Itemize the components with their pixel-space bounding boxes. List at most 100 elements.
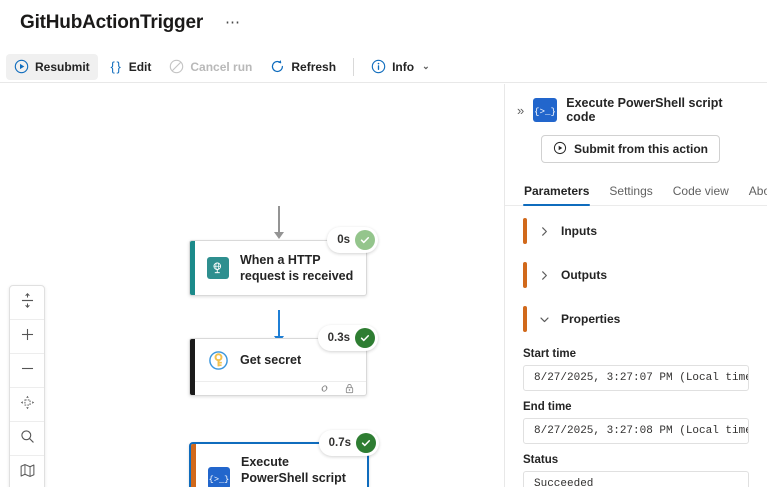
minimap-button[interactable] <box>10 456 44 487</box>
cancel-run-label: Cancel run <box>190 59 253 74</box>
http-request-icon <box>207 257 229 279</box>
pan-move-icon <box>19 394 36 416</box>
field-status: Status Succeeded <box>505 454 767 487</box>
svg-text:{>_}: {>_} <box>209 475 229 485</box>
lock-icon[interactable] <box>343 382 356 400</box>
node-footer <box>195 381 366 400</box>
powershell-icon: {>_} <box>533 98 558 122</box>
page-title: GitHubActionTrigger <box>20 11 204 33</box>
more-options-button[interactable]: ⋯ <box>225 13 242 31</box>
refresh-icon <box>270 59 285 74</box>
node-accent-bar <box>190 241 195 295</box>
code-braces-icon: { } <box>110 59 121 74</box>
info-label: Info <box>392 59 415 74</box>
section-outputs[interactable]: Outputs <box>505 256 767 294</box>
section-accent-bar <box>523 306 527 332</box>
status-value[interactable]: Succeeded <box>523 471 749 487</box>
toolbar-divider <box>353 57 355 76</box>
powershell-icon: {>_} <box>208 467 230 487</box>
node-label: Execute PowerShell script code <box>241 455 346 485</box>
refresh-label: Refresh <box>291 59 337 74</box>
cancel-circle-icon <box>169 59 184 74</box>
canvas-tool-bar <box>9 285 45 487</box>
node-duration: 0s <box>337 234 350 246</box>
field-label: Start time <box>523 348 577 360</box>
tab-parameters[interactable]: Parameters <box>523 179 591 206</box>
success-check-icon <box>355 230 375 250</box>
start-time-value[interactable]: 8/27/2025, 3:27:07 PM (Local time) <box>523 365 749 391</box>
connector-trigger-to-getsecret <box>278 206 280 234</box>
success-check-icon <box>355 328 375 348</box>
node-duration: 0.7s <box>328 437 351 449</box>
success-check-icon <box>356 433 376 453</box>
section-inputs[interactable]: Inputs <box>505 212 767 250</box>
chevron-right-icon <box>538 270 550 281</box>
edit-label: Edit <box>128 59 152 74</box>
workflow-node-http-trigger[interactable]: When a HTTP request is received 0s <box>189 227 378 296</box>
node-accent-bar <box>191 444 196 487</box>
end-time-value[interactable]: 8/27/2025, 3:27:08 PM (Local time) <box>523 418 749 444</box>
edit-button[interactable]: { } Edit <box>100 54 160 80</box>
info-button[interactable]: Info ⌄ <box>363 54 438 80</box>
pan-move-button[interactable] <box>10 388 44 422</box>
submit-play-icon <box>553 141 567 158</box>
chevron-right-icon <box>538 226 550 237</box>
minimap-icon <box>19 462 36 484</box>
section-label: Outputs <box>561 268 607 282</box>
node-label: Get secret <box>240 353 302 367</box>
section-label: Properties <box>561 312 621 326</box>
panel-tabs: Parameters Settings Code view About <box>505 179 767 206</box>
page-header: GitHubActionTrigger ⋯ <box>0 0 767 45</box>
node-status-badge: 0.7s <box>318 430 379 456</box>
cancel-run-button: Cancel run <box>161 54 260 80</box>
node-duration: 0.3s <box>327 332 350 344</box>
collapse-panel-icon[interactable]: » <box>517 102 525 118</box>
field-start-time: Start time 8/27/2025, 3:27:07 PM (Local … <box>505 348 767 391</box>
secure-link-icon[interactable] <box>318 382 331 400</box>
resubmit-button[interactable]: Resubmit <box>6 53 98 80</box>
key-vault-icon <box>207 349 229 371</box>
connector-arrow-1 <box>274 232 284 239</box>
fit-to-screen-icon <box>19 292 36 314</box>
node-status-badge: 0s <box>327 227 378 253</box>
fit-to-screen-button[interactable] <box>10 286 44 320</box>
section-properties[interactable]: Properties <box>505 300 767 338</box>
zoom-in-button[interactable] <box>10 320 44 354</box>
command-toolbar: Resubmit { } Edit Cancel run Refresh <box>0 51 767 83</box>
search-icon <box>19 428 36 450</box>
chevron-down-icon[interactable]: ⌄ <box>422 61 430 71</box>
node-body: {>_} Execute PowerShell script code <box>196 444 367 487</box>
node-main: Get secret <box>195 339 366 381</box>
workflow-node-get-secret[interactable]: Get secret 0.3s <box>189 325 378 396</box>
node-label: When a HTTP request is received <box>240 253 354 283</box>
workflow-node-execute-powershell[interactable]: {>_} Execute PowerShell script code 0.7s <box>189 430 379 487</box>
field-end-time: End time 8/27/2025, 3:27:08 PM (Local ti… <box>505 401 767 444</box>
section-accent-bar <box>523 262 527 288</box>
node-main: When a HTTP request is received <box>195 241 366 295</box>
connector-getsecret-to-powershell <box>278 310 280 338</box>
info-circle-icon <box>371 59 386 74</box>
panel-title: Execute PowerShell script code <box>566 96 723 124</box>
tab-about[interactable]: About <box>748 184 767 198</box>
resubmit-play-icon <box>14 59 29 74</box>
canvas-search-button[interactable] <box>10 422 44 456</box>
submit-from-this-action-button[interactable]: Submit from this action <box>541 135 721 163</box>
tab-code-view[interactable]: Code view <box>672 184 729 198</box>
node-accent-bar <box>190 339 195 395</box>
node-body: Get secret <box>195 339 366 395</box>
field-label: End time <box>523 401 572 413</box>
svg-text:{>_}: {>_} <box>534 106 556 117</box>
section-accent-bar <box>523 218 527 244</box>
details-panel: » {>_} Execute PowerShell script code Su… <box>505 84 767 487</box>
tab-settings[interactable]: Settings <box>609 184 653 198</box>
zoom-out-button[interactable] <box>10 354 44 388</box>
node-body: When a HTTP request is received <box>195 241 366 295</box>
workflow-canvas[interactable]: When a HTTP request is received 0s <box>0 84 504 487</box>
refresh-button[interactable]: Refresh <box>262 54 344 80</box>
node-status-badge: 0.3s <box>317 325 378 351</box>
field-label: Status <box>523 454 559 466</box>
zoom-in-icon <box>19 326 36 348</box>
node-main: {>_} Execute PowerShell script code <box>196 444 367 487</box>
canvas-panel-divider <box>504 84 505 487</box>
section-label: Inputs <box>561 224 597 238</box>
